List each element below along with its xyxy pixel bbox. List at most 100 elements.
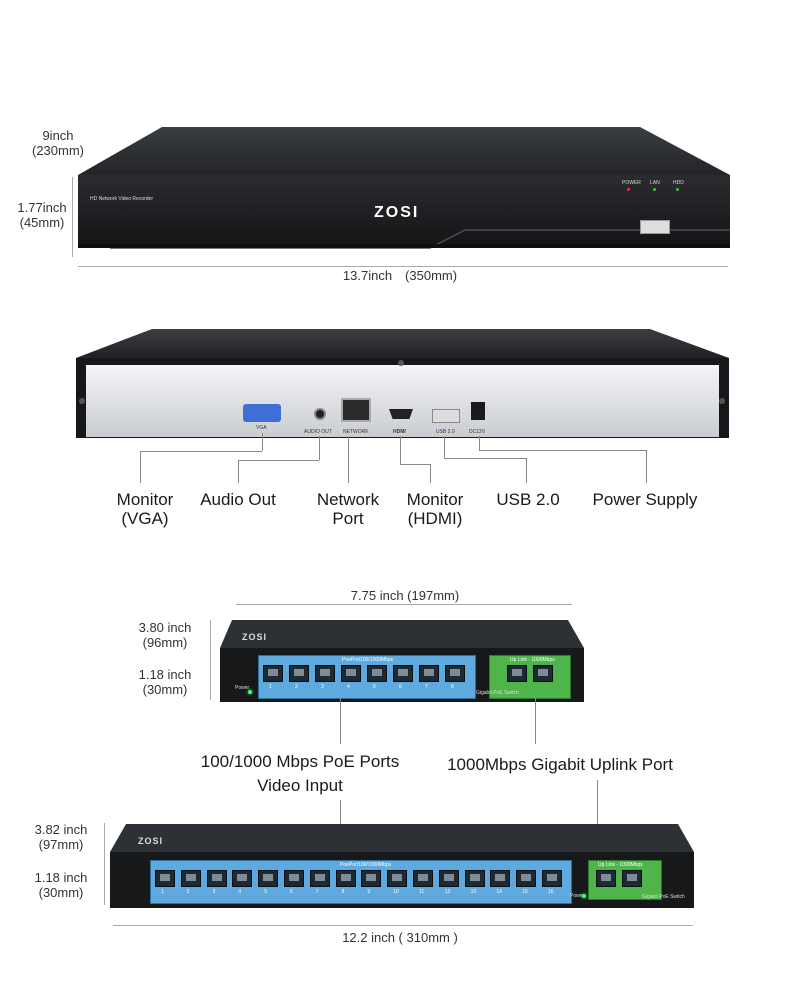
callout-line-network bbox=[348, 436, 349, 483]
nvr-model-text: HD Network Video Recorder bbox=[90, 196, 153, 202]
switch-small-brand-logo: ZOSI bbox=[242, 632, 268, 642]
switch-large-uplink-header: Up Link - 1000Mbps bbox=[598, 862, 643, 868]
nvr-height-dimension-line bbox=[72, 177, 73, 257]
callout-line-poe-small bbox=[340, 698, 341, 744]
switch-small-port-number: 3 bbox=[321, 684, 324, 690]
switch-large-port-14 bbox=[490, 870, 511, 887]
callout-line-usb bbox=[444, 436, 445, 458]
uplink-port-icon bbox=[533, 665, 553, 682]
switch-small-height-dimension-line bbox=[210, 620, 211, 700]
hdd-led-icon bbox=[676, 188, 679, 191]
switch-large-power-led-icon bbox=[582, 894, 586, 898]
callout-line-hdmi bbox=[400, 436, 401, 464]
callout-monitor-hdmi: Monitor (HDMI) bbox=[406, 490, 464, 528]
switch-large-depth-label: 3.82 inch (97mm) bbox=[34, 822, 88, 852]
switch-small-height-label: 1.18 inch (30mm) bbox=[138, 667, 192, 697]
callout-line-uplink-small bbox=[535, 690, 536, 744]
callout-usb: USB 2.0 bbox=[496, 490, 560, 509]
nvr-width-dimension-line bbox=[78, 266, 728, 267]
switch-large-port-6 bbox=[284, 870, 304, 887]
switch-large-port-number: 12 bbox=[444, 889, 451, 895]
callout-line-hdmi-h bbox=[400, 464, 430, 465]
switch-large-port-4 bbox=[232, 870, 253, 887]
switch-large-port-1 bbox=[155, 870, 175, 887]
uplink-port-icon bbox=[507, 665, 527, 682]
switch-large-port-number: 1 bbox=[161, 889, 164, 895]
switch-large-port-number: 10 bbox=[393, 889, 399, 895]
switch-large-port-number: 3 bbox=[212, 889, 216, 895]
switch-large-port-number: 2 bbox=[186, 889, 190, 895]
switch-large-port-number: 15 bbox=[522, 889, 528, 895]
callout-uplink-port: 1000Mbps Gigabit Uplink Port bbox=[447, 755, 673, 774]
callout-line-audio-h bbox=[238, 460, 319, 461]
switch-large-port-number: 4 bbox=[238, 889, 242, 895]
switch-large-width-dimension-line bbox=[113, 925, 693, 926]
callout-line-hdmi-drop bbox=[430, 464, 431, 483]
switch-small-port-number: 7 bbox=[425, 684, 428, 690]
switch-large-power-label: Power bbox=[570, 893, 585, 899]
switch-small-port-1 bbox=[263, 665, 283, 682]
switch-small-port-number: 5 bbox=[373, 684, 376, 690]
callout-line-power-drop bbox=[646, 450, 647, 483]
callout-network-port: Network Port bbox=[316, 490, 380, 528]
callout-line-power-h bbox=[479, 450, 646, 451]
switch-large-port-13 bbox=[464, 870, 485, 887]
switch-large-poe-header: PoePort100/1000Mbps bbox=[340, 862, 392, 868]
switch-small-depth-label: 3.80 inch (96mm) bbox=[138, 620, 192, 650]
switch-small-port-number: 1 bbox=[269, 684, 272, 690]
uplink-port-icon bbox=[596, 870, 616, 887]
switch-small-port-number: 6 bbox=[399, 684, 402, 690]
switch-large-port-5 bbox=[258, 870, 279, 887]
usb-port-label: USB 2.0 bbox=[436, 429, 455, 435]
switch-large-port-16 bbox=[542, 870, 562, 887]
switch-large-port-number: 7 bbox=[315, 889, 319, 895]
callout-power-supply: Power Supply bbox=[592, 490, 698, 509]
switch-small-port-2 bbox=[289, 665, 309, 682]
dc-power-port-icon bbox=[471, 402, 485, 420]
switch-small-port-number: 4 bbox=[347, 684, 350, 690]
switch-large-port-11 bbox=[413, 870, 433, 887]
callout-line-usb-h bbox=[444, 458, 526, 459]
front-usb-port-icon bbox=[640, 220, 670, 234]
switch-small-port-5 bbox=[367, 665, 387, 682]
audio-out-port-icon bbox=[314, 408, 326, 420]
switch-small-port-7 bbox=[419, 665, 439, 682]
switch-small-port-number: 2 bbox=[295, 684, 298, 690]
switch-large-port-7 bbox=[309, 870, 330, 887]
nvr-led-label-power: POWER bbox=[622, 180, 641, 186]
switch-large-port-15 bbox=[516, 870, 537, 887]
switch-large-port-3 bbox=[206, 870, 227, 887]
network-port-icon bbox=[341, 398, 371, 422]
vga-port-label: VGA bbox=[256, 425, 267, 431]
hdmi-port-label: HDMI bbox=[393, 429, 406, 435]
nvr-back-image bbox=[76, 329, 729, 438]
callout-audio-out: Audio Out bbox=[200, 490, 276, 509]
callout-line-audio bbox=[319, 436, 320, 460]
power-led-icon bbox=[627, 188, 630, 191]
dc-power-port-label: DC12V bbox=[469, 429, 486, 435]
switch-large-height-label: 1.18 inch (30mm) bbox=[34, 870, 88, 900]
switch-large-port-number: 11 bbox=[419, 889, 425, 895]
switch-large-port-number: 13 bbox=[470, 889, 477, 895]
switch-large-height-dimension-line bbox=[104, 823, 105, 905]
switch-small-width-dimension-line bbox=[236, 604, 572, 605]
nvr-brand-logo: ZOSI bbox=[374, 204, 420, 221]
lan-led-icon bbox=[653, 188, 656, 191]
switch-large-port-number: 16 bbox=[548, 889, 554, 895]
nvr-front-image bbox=[78, 127, 730, 249]
nvr-depth-label: 9inch (230mm) bbox=[31, 128, 84, 158]
switch-large-width-label: 12.2 inch ( 310mm ) bbox=[342, 930, 458, 945]
callout-line-power bbox=[479, 436, 480, 450]
network-port-label: NETWORK bbox=[343, 429, 369, 435]
switch-large-port-8 bbox=[335, 870, 356, 887]
switch-large-port-12 bbox=[438, 870, 459, 887]
vga-port-icon bbox=[243, 404, 281, 422]
switch-large-brand-logo: ZOSI bbox=[138, 836, 164, 846]
callout-line-usb-drop bbox=[526, 458, 527, 483]
nvr-width-label: 13.7inch (350mm) bbox=[342, 268, 458, 283]
callout-line-vga-h bbox=[140, 451, 262, 452]
switch-small-port-6 bbox=[393, 665, 413, 682]
switch-small-uplink-panel bbox=[489, 655, 571, 699]
switch-small-port-number: 8 bbox=[451, 684, 454, 690]
callout-line-vga-drop bbox=[140, 451, 141, 483]
